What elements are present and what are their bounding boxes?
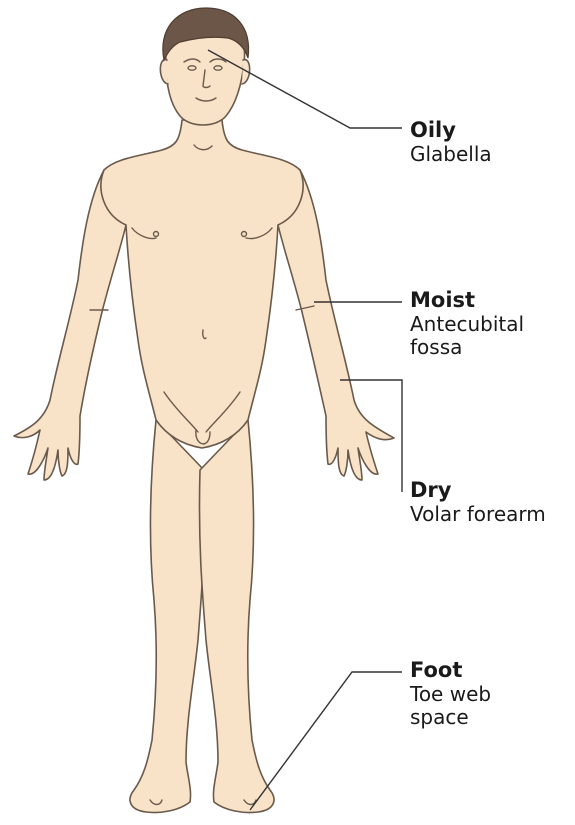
site-volar-forearm: Volar forearm [410, 503, 546, 527]
right-arm [278, 170, 394, 480]
leader-foot [250, 672, 402, 810]
torso [101, 120, 303, 448]
label-moist: Moist Antecubital fossa [410, 288, 560, 360]
left-ear [160, 60, 168, 84]
category-dry: Dry [410, 478, 546, 503]
left-arm [14, 170, 126, 480]
right-leg [199, 420, 274, 813]
label-dry: Dry Volar forearm [410, 478, 546, 526]
site-toe-web-space: Toe web space [410, 683, 520, 730]
label-foot: Foot Toe web space [410, 658, 520, 730]
category-moist: Moist [410, 288, 560, 313]
left-leg [130, 420, 205, 813]
category-foot: Foot [410, 658, 520, 683]
label-oily: Oily Glabella [410, 118, 492, 166]
site-glabella: Glabella [410, 143, 492, 167]
site-antecubital-fossa: Antecubital fossa [410, 313, 560, 360]
category-oily: Oily [410, 118, 492, 143]
